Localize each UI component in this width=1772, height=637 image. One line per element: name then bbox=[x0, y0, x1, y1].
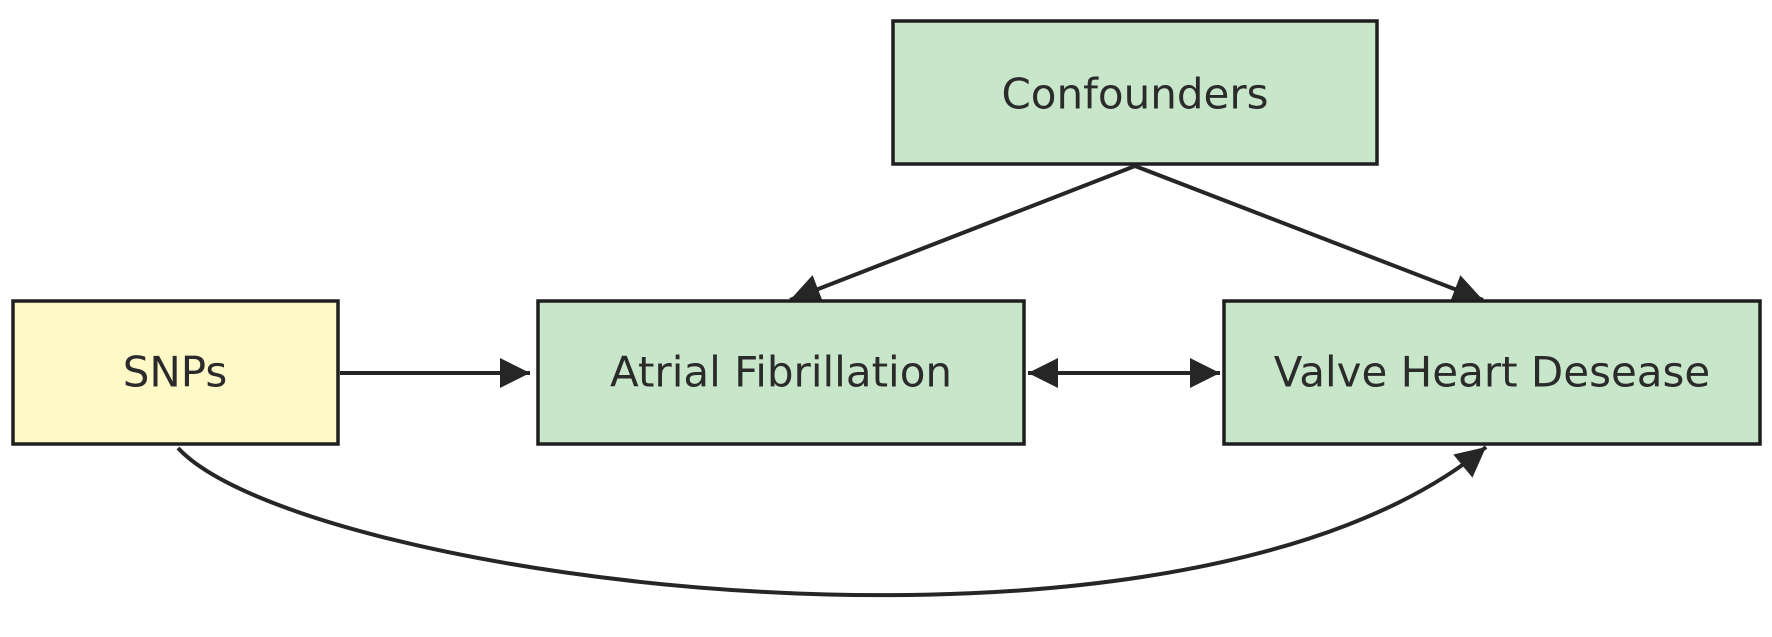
node-atrial-fibrillation-label: Atrial Fibrillation bbox=[610, 348, 952, 397]
node-confounders-label: Confounders bbox=[1001, 70, 1268, 119]
node-snps-box bbox=[11, 299, 340, 446]
node-snps: SNPs bbox=[11, 299, 340, 446]
edge-confounders-to-atrial-fibrillation bbox=[789, 164, 1136, 304]
edge-snps-to-valve-heart-disease bbox=[176, 445, 1488, 598]
node-confounders: Confounders bbox=[891, 19, 1379, 166]
node-valve-heart-disease-box bbox=[1222, 299, 1762, 446]
node-valve-heart-disease: Valve Heart Desease bbox=[1222, 299, 1762, 446]
node-valve-heart-disease-label: Valve Heart Desease bbox=[1274, 348, 1711, 397]
node-snps-label: SNPs bbox=[123, 348, 228, 397]
node-atrial-fibrillation: Atrial Fibrillation bbox=[536, 299, 1026, 446]
node-confounders-box bbox=[891, 19, 1379, 166]
node-atrial-fibrillation-box bbox=[536, 299, 1026, 446]
edge-confounders-to-valve-heart-disease bbox=[1134, 164, 1484, 304]
edges bbox=[176, 164, 1488, 598]
